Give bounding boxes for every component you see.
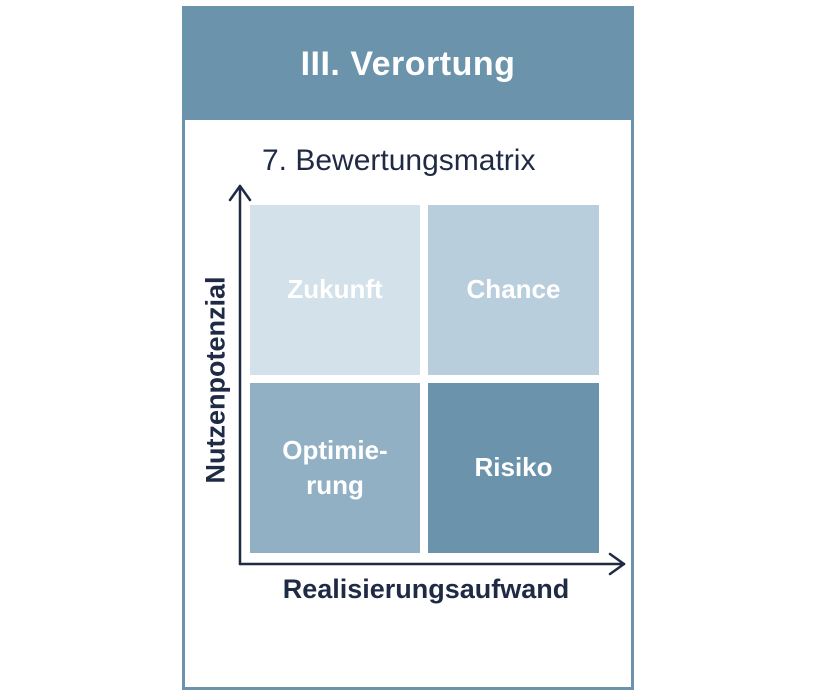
matrix-cell-zukunft: Zukunft [250, 205, 420, 375]
y-axis-label: Nutzenpotenzial [200, 276, 231, 484]
cell-label-optimierung: Optimie- rung [282, 433, 387, 503]
x-axis-label: Realisierungsaufwand [282, 574, 570, 604]
matrix-title: 7. Bewertungsmatrix [262, 144, 536, 177]
matrix-cell-risiko: Risiko [428, 383, 599, 553]
matrix-cell-optimierung: Optimie- rung [250, 383, 420, 553]
matrix-cell-chance: Chance [428, 205, 599, 375]
section-title: III. Verortung [300, 45, 516, 83]
x-axis-arrowhead [608, 552, 626, 576]
section-header: III. Verortung [185, 9, 631, 120]
cell-label-optimierung-line2: rung [306, 470, 364, 500]
cell-label-risiko: Risiko [474, 452, 553, 483]
cell-label-zukunft: Zukunft [287, 274, 383, 305]
cell-label-optimierung-line1: Optimie- [282, 434, 388, 465]
y-axis-arrowhead [228, 184, 252, 202]
cell-label-chance: Chance [466, 274, 561, 305]
